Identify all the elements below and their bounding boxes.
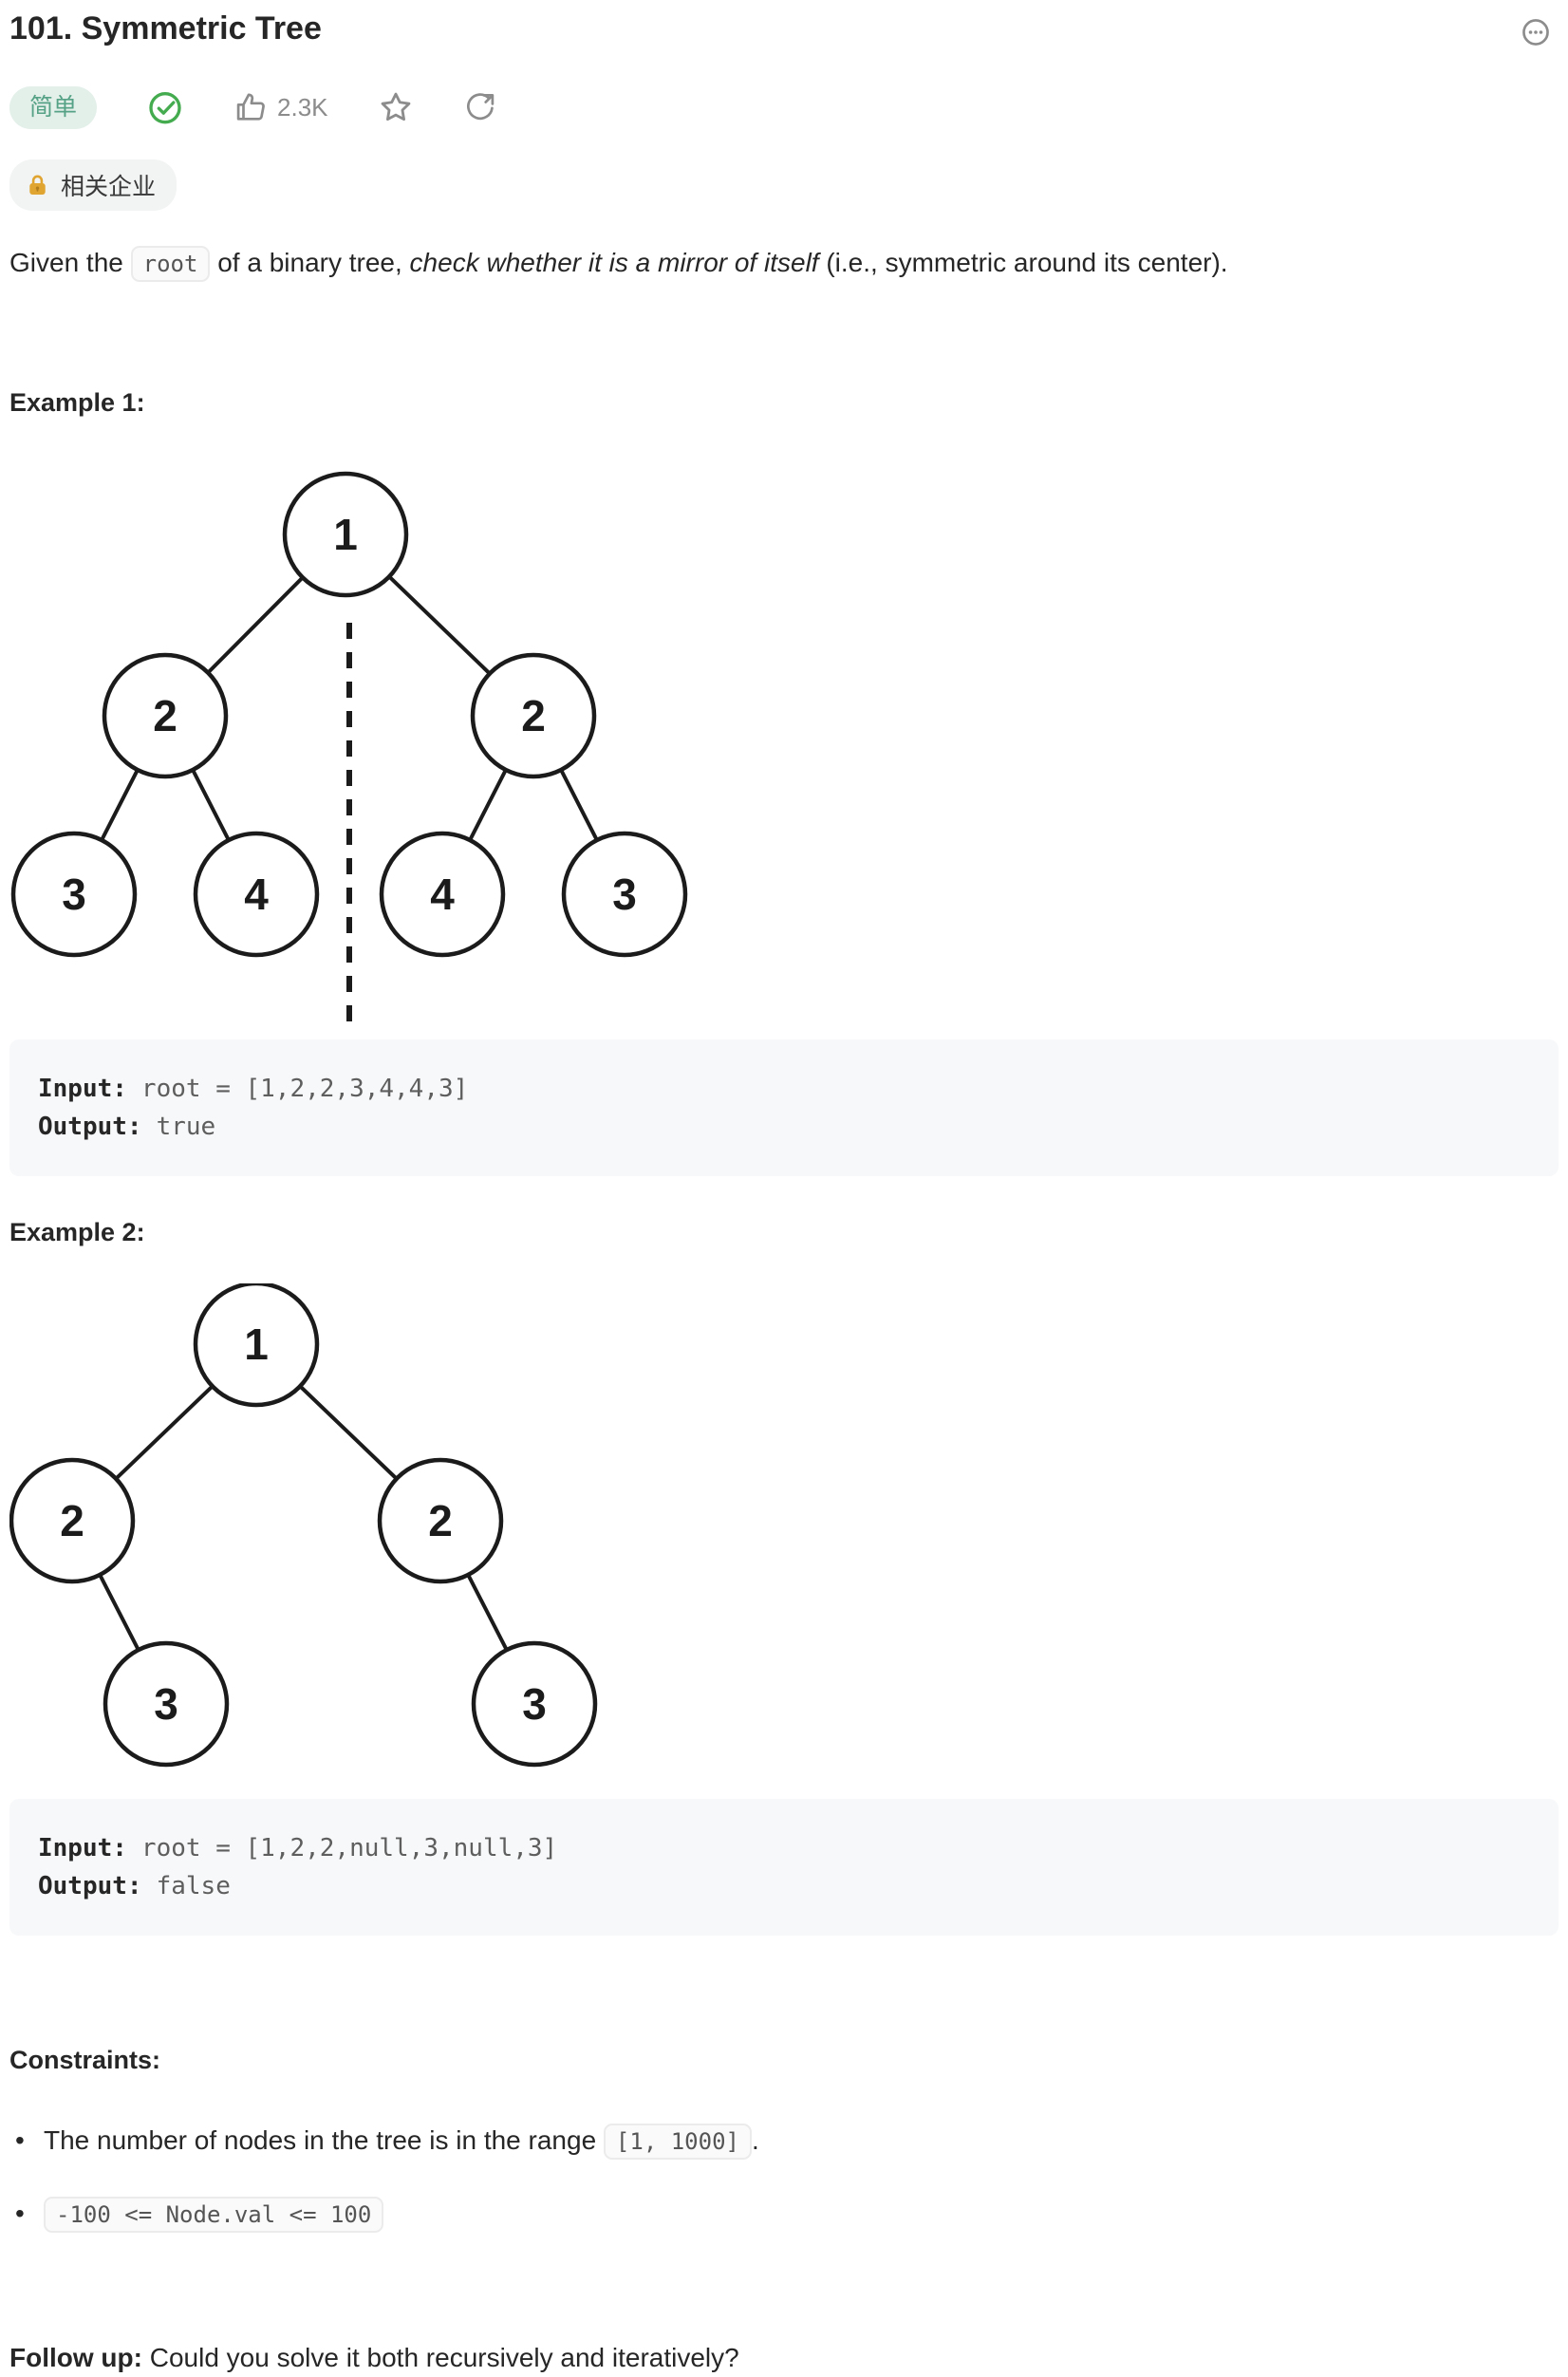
input-value: root = [1,2,2,3,4,4,3] [140, 1075, 469, 1103]
difficulty-badge: 简单 [9, 85, 98, 129]
inline-code-range: [1, 1000] [603, 2124, 752, 2160]
constraints-heading: Constraints: [9, 2046, 161, 2074]
inline-code-nodeval: -100 <= Node.val <= 100 [44, 2197, 384, 2233]
favorite-button[interactable] [378, 89, 414, 125]
svg-text:1: 1 [244, 1320, 269, 1369]
svg-text:4: 4 [244, 870, 269, 919]
svg-text:1: 1 [333, 510, 358, 559]
svg-text:3: 3 [154, 1679, 178, 1729]
svg-text:3: 3 [612, 870, 637, 919]
constraint-text: The number of nodes in the tree is in th… [44, 2125, 604, 2155]
share-button[interactable] [463, 90, 497, 124]
svg-text:4: 4 [430, 870, 455, 919]
solved-indicator [146, 88, 184, 126]
related-companies-label: 相关企业 [61, 174, 157, 200]
constraint-item: The number of nodes in the tree is in th… [9, 2119, 1559, 2163]
output-value: true [156, 1113, 216, 1141]
likes-button[interactable]: 2.3K [233, 90, 328, 124]
more-options-button[interactable] [1521, 17, 1551, 47]
description-text: of a binary tree, [210, 248, 410, 277]
input-value: root = [1,2,2,null,3,null,3] [140, 1834, 558, 1862]
example-1-io-box: Input: root = [1,2,2,3,4,4,3] Output: true [9, 1039, 1559, 1176]
more-options-icon [1522, 19, 1549, 46]
constraint-item: -100 <= Node.val <= 100 [9, 2192, 1559, 2237]
output-value: false [156, 1872, 231, 1900]
svg-text:2: 2 [428, 1496, 453, 1545]
svg-text:2: 2 [521, 691, 546, 740]
example-2-io-box: Input: root = [1,2,2,null,3,null,3] Outpu… [9, 1799, 1559, 1936]
follow-up-text: Could you solve it both recursively and … [141, 2343, 739, 2372]
example-2-tree-diagram: 1 2 2 3 3 [9, 1281, 1559, 1774]
follow-up: Follow up: Could you solve it both recur… [9, 2339, 1559, 2377]
thumbs-up-icon [236, 93, 265, 121]
problem-description: Given the root of a binary tree, check w… [9, 243, 1559, 284]
description-text: Given the [9, 248, 131, 277]
example-1-output-line: Output: true [38, 1108, 1530, 1146]
company-row: 相关企业 [9, 159, 1559, 211]
example-2-input-line: Input: root = [1,2,2,null,3,null,3] [38, 1829, 1530, 1867]
check-circle-icon [149, 91, 181, 124]
example-2-heading: Example 2: [9, 1218, 145, 1246]
svg-text:2: 2 [153, 691, 177, 740]
lock-icon [29, 175, 46, 195]
star-icon [381, 92, 410, 122]
meta-row: 简单 2.3K [9, 85, 1559, 129]
constraint-text: . [751, 2125, 759, 2155]
header: 101. Symmetric Tree [9, 0, 1559, 49]
inline-code-root: root [130, 246, 211, 282]
output-label: Output: [38, 1872, 142, 1900]
constraints-list: The number of nodes in the tree is in th… [9, 2119, 1559, 2237]
input-label: Input: [38, 1075, 127, 1103]
likes-count: 2.3K [277, 92, 328, 122]
example-1-heading: Example 1: [9, 388, 145, 417]
svg-text:2: 2 [60, 1496, 84, 1545]
related-companies-button[interactable]: 相关企业 [9, 159, 177, 211]
input-label: Input: [38, 1834, 127, 1862]
svg-text:3: 3 [522, 1679, 547, 1729]
description-text: (i.e., symmetric around its center). [818, 248, 1228, 277]
share-icon [466, 93, 494, 121]
page-title: 101. Symmetric Tree [9, 10, 322, 47]
output-label: Output: [38, 1113, 142, 1141]
description-emphasis: check whether it is a mirror of itself [409, 248, 819, 277]
svg-text:3: 3 [62, 870, 86, 919]
example-1-tree-diagram: 1 2 2 3 4 4 3 [9, 452, 1559, 1038]
example-2-output-line: Output: false [38, 1867, 1530, 1905]
example-1-input-line: Input: root = [1,2,2,3,4,4,3] [38, 1070, 1530, 1108]
follow-up-label: Follow up: [9, 2343, 142, 2372]
